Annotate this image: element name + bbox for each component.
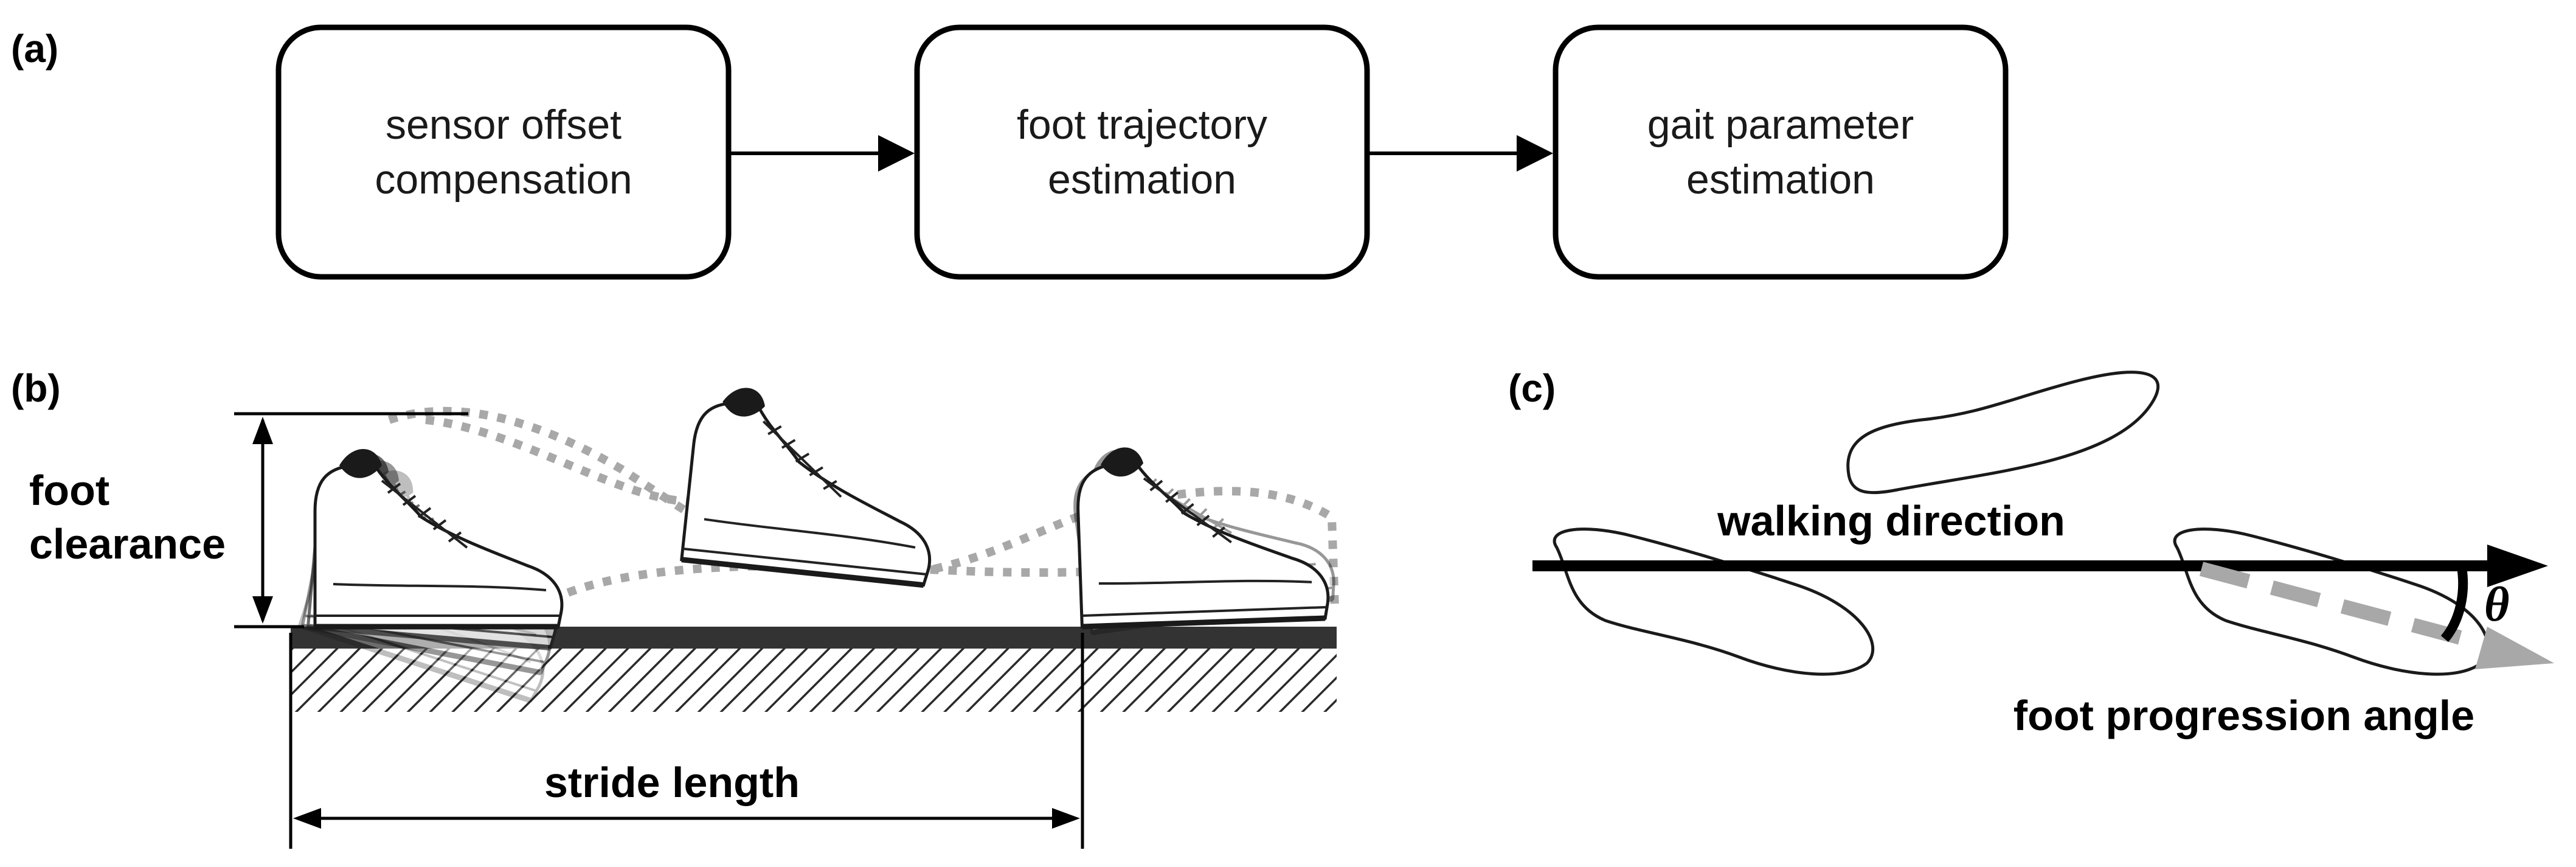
clearance-arrowhead-top [252, 417, 273, 444]
panel-c: (c) walking direction θ foot progression… [1508, 366, 2554, 739]
panel-a-label: (a) [11, 27, 58, 71]
panel-b: (b) foot clearance stride length [11, 366, 1337, 849]
stride-arrowhead-left [293, 808, 321, 829]
shoe-heel-strike [1076, 440, 1329, 627]
walking-direction-arrowhead [2487, 545, 2548, 587]
shoe-mid-swing [682, 383, 946, 585]
stride-arrowhead-right [1052, 808, 1080, 829]
clearance-arrowhead-bottom [252, 596, 273, 624]
box-1-line-2: compensation [375, 156, 632, 203]
footprint-left-rear [1553, 528, 1874, 676]
box-3-line-1: gait parameter [1647, 102, 1914, 148]
process-box-sensor-offset: sensor offset compensation [275, 24, 732, 280]
process-box-foot-trajectory: foot trajectory estimation [914, 24, 1370, 280]
walking-direction-label: walking direction [1717, 497, 2065, 545]
theta-symbol: θ [2484, 578, 2510, 632]
foot-progression-arrowhead [2475, 627, 2554, 669]
footprint-left-front [2173, 528, 2490, 676]
panel-c-label: (c) [1508, 366, 1556, 410]
foot-progression-angle-label: foot progression angle [2013, 692, 2474, 739]
shoe-heel-off [315, 449, 562, 627]
panel-a: (a) sensor offset compensation foot traj… [11, 24, 2009, 280]
stride-length-label: stride length [544, 759, 800, 806]
foot-clearance-label-2: clearance [29, 520, 226, 568]
box-3-line-2: estimation [1686, 156, 1875, 203]
process-box-gait-parameter: gait parameter estimation [1553, 24, 2009, 280]
box-2-line-1: foot trajectory [1017, 102, 1267, 148]
panel-b-label: (b) [11, 366, 61, 410]
angle-arc [2440, 566, 2468, 642]
foot-clearance-label-1: foot [29, 467, 109, 514]
box-2-line-2: estimation [1048, 156, 1236, 203]
box-1-line-1: sensor offset [386, 102, 621, 148]
footprint-right [1846, 371, 2160, 495]
